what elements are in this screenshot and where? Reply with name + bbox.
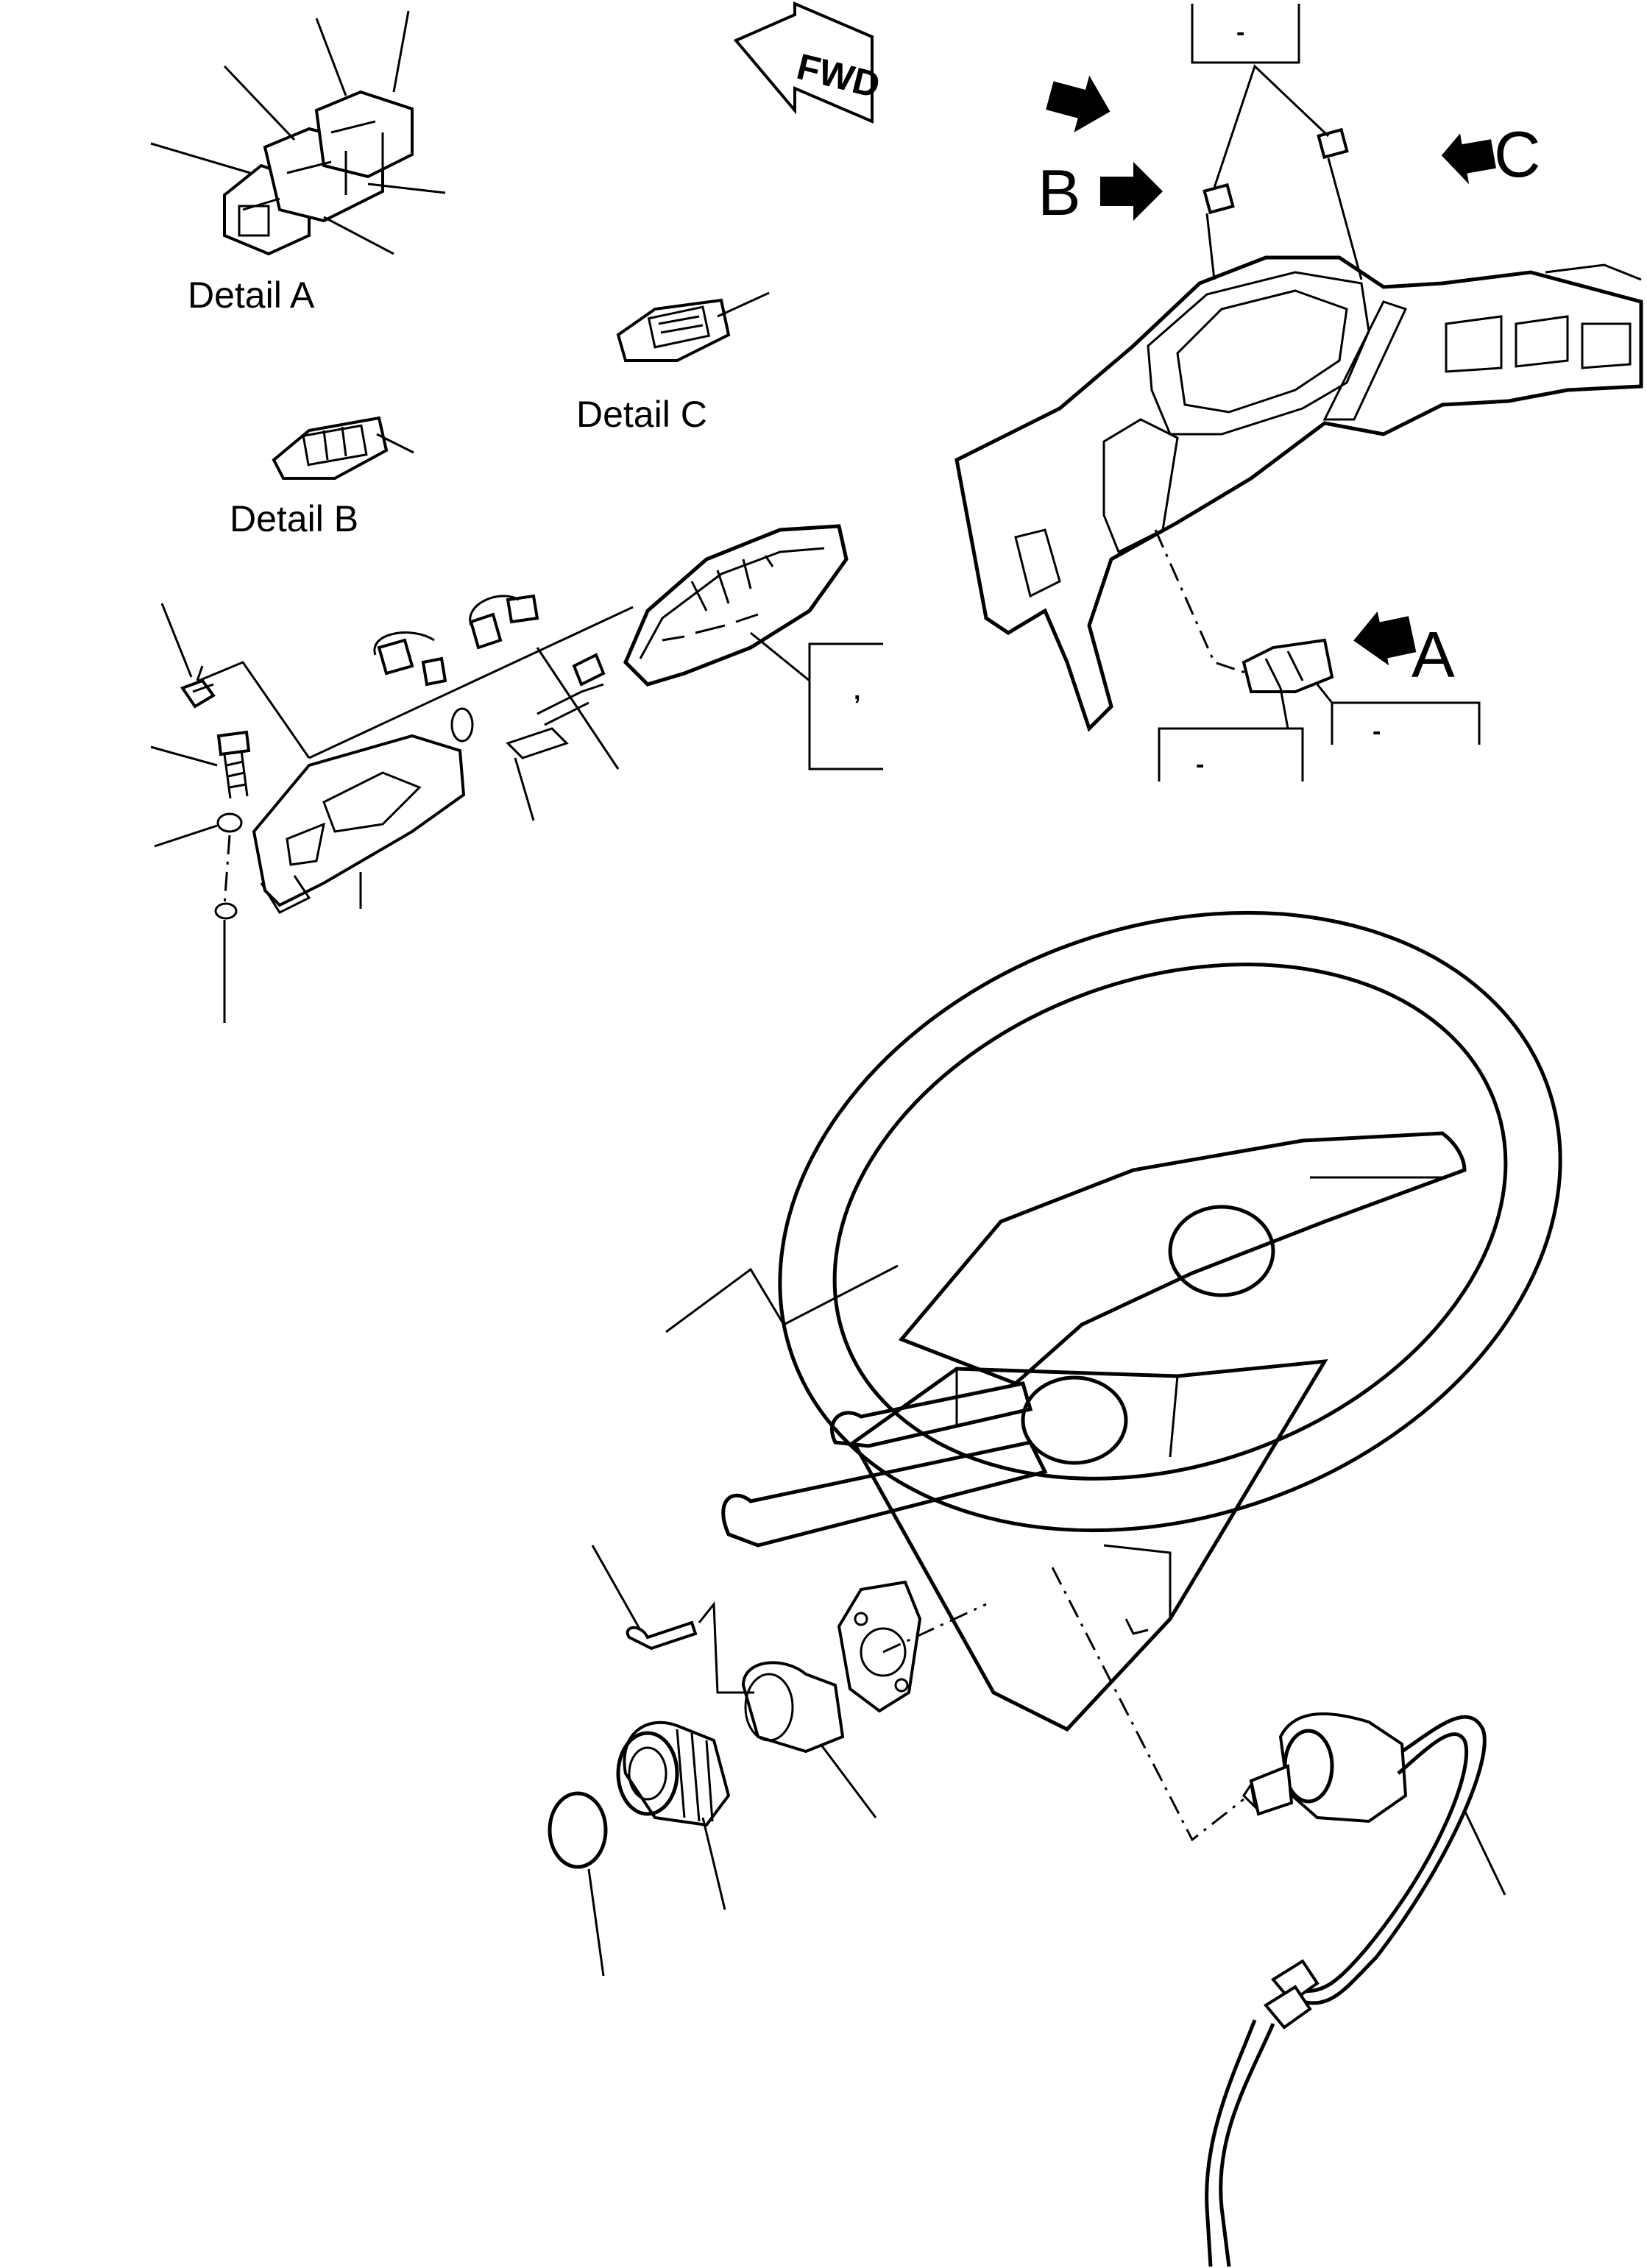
callout-box-bl-value: - xyxy=(1196,751,1204,779)
steering-wheel xyxy=(665,910,1562,1732)
view-b-label: B xyxy=(1038,156,1081,229)
key-switch-assembly xyxy=(548,1545,1506,2267)
arrow-right-icon xyxy=(1046,75,1111,132)
detail-c-switch: Detail C xyxy=(576,291,770,435)
detail-a-switch-cluster: Detail A xyxy=(150,10,446,316)
detail-b-switch: Detail B xyxy=(230,416,414,539)
callout-box-top-value: - xyxy=(1236,18,1244,46)
callout-box-br-value: - xyxy=(1372,717,1381,745)
detail-b-label: Detail B xyxy=(230,498,358,539)
detail-c-label: Detail C xyxy=(576,394,707,435)
callout-box-mid-value: , xyxy=(854,677,860,705)
fwd-arrow: FWD xyxy=(733,1,884,124)
column-switch-callouts: - - - xyxy=(1154,4,1481,782)
arrow-right-icon xyxy=(1100,162,1163,221)
arrow-left-icon xyxy=(1353,611,1417,666)
view-arrows: B C A xyxy=(1038,75,1541,691)
instrument-cluster-assembly: , xyxy=(150,524,883,1023)
detail-a-label: Detail A xyxy=(188,274,315,316)
arrow-left-icon xyxy=(1441,133,1496,185)
steering-column-cover xyxy=(954,255,1643,732)
view-a-label: A xyxy=(1412,618,1455,691)
view-c-label: C xyxy=(1494,118,1541,191)
